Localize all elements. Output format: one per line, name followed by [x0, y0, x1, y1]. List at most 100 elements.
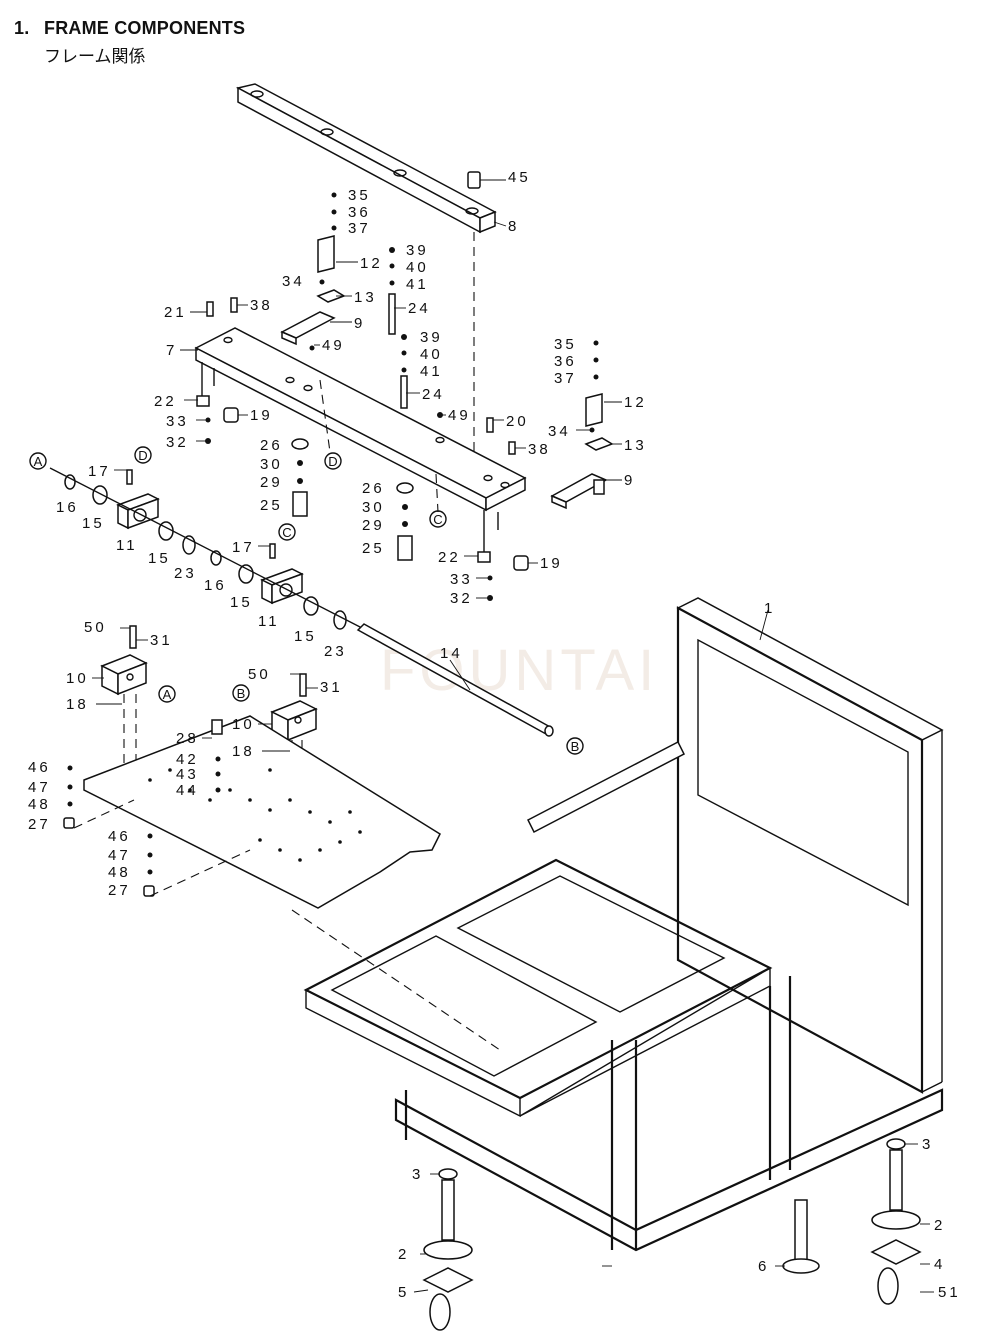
- svg-text:B: B: [571, 739, 580, 754]
- ref-marker-A-1: A: [29, 452, 47, 470]
- base-plate: [83, 715, 441, 909]
- callout-24: 24: [408, 300, 431, 317]
- ref-marker-D-1: D: [134, 446, 152, 464]
- callout-39: 39: [406, 242, 429, 259]
- callout-47-b: 47: [108, 847, 131, 864]
- part-10-block-right: [270, 673, 318, 742]
- part-9-bracket-left: [280, 311, 336, 346]
- callout-14: 14: [440, 645, 463, 662]
- callout-2: 2: [398, 1246, 409, 1263]
- callout-17: 17: [88, 463, 111, 480]
- callout-19-b: 19: [540, 555, 563, 572]
- callout-41: 41: [406, 276, 429, 293]
- callout-39-b: 39: [420, 329, 443, 346]
- callout-18-b: 18: [232, 743, 255, 760]
- bearing-block-11-upper: [116, 493, 160, 530]
- callout-11-b: 11: [258, 613, 280, 630]
- callout-48-b: 48: [108, 864, 131, 881]
- callout-13-b: 13: [624, 437, 647, 454]
- callout-17-b: 17: [232, 539, 255, 556]
- callout-10: 10: [66, 670, 89, 687]
- svg-text:C: C: [282, 525, 291, 540]
- callout-30-b: 30: [362, 499, 385, 516]
- section-subtitle: フレーム関係: [44, 47, 146, 66]
- callout-50-b: 50: [248, 666, 271, 683]
- callout-30: 30: [260, 456, 283, 473]
- callout-45: 45: [508, 169, 531, 186]
- bearing-block-11-lower: [260, 568, 304, 605]
- callout-4: 4: [934, 1256, 945, 1273]
- page-header: 1.FRAME COMPONENTS フレーム関係: [14, 18, 245, 67]
- callout-31: 31: [150, 632, 173, 649]
- callout-12-b: 12: [624, 394, 647, 411]
- watermark: FOUNTAI: [380, 638, 658, 703]
- callout-26-b: 26: [362, 480, 385, 497]
- svg-text:A: A: [163, 687, 172, 702]
- callout-43: 43: [176, 766, 199, 783]
- leveling-foot-6: [782, 1199, 820, 1274]
- callout-44: 44: [176, 782, 199, 799]
- svg-text:D: D: [328, 454, 337, 469]
- callout-16: 16: [56, 499, 79, 516]
- callout-40-b: 40: [420, 346, 443, 363]
- callout-27: 27: [28, 816, 51, 833]
- callout-3-b: 3: [922, 1136, 933, 1153]
- part-45-bolt: [467, 171, 481, 189]
- callout-36: 36: [348, 204, 371, 221]
- callout-36-b: 36: [554, 353, 577, 370]
- svg-text:C: C: [433, 512, 442, 527]
- callout-23: 23: [174, 565, 197, 582]
- ref-marker-C-2: C: [429, 510, 447, 528]
- callout-31-b: 31: [320, 679, 343, 696]
- callout-33: 33: [166, 413, 189, 430]
- callout-21: 21: [164, 304, 187, 321]
- callout-26: 26: [260, 437, 283, 454]
- svg-text:D: D: [138, 448, 147, 463]
- callout-8: 8: [508, 218, 519, 235]
- part-10-block-left: [100, 625, 148, 696]
- part-12-plate-right: [585, 393, 603, 427]
- ref-marker-C-1: C: [278, 523, 296, 541]
- section-title: 1.FRAME COMPONENTS: [14, 18, 245, 39]
- part-14-shaft: [356, 623, 554, 737]
- callout-2-b: 2: [934, 1217, 945, 1234]
- callout-42: 42: [176, 751, 199, 768]
- callout-32: 32: [166, 434, 189, 451]
- ref-marker-D-2: D: [324, 452, 342, 470]
- callout-47: 47: [28, 779, 51, 796]
- callout-29-b: 29: [362, 517, 385, 534]
- callout-22: 22: [154, 393, 177, 410]
- callout-20: 20: [506, 413, 529, 430]
- fastener-stack-top: [206, 192, 599, 455]
- callout-6: 6: [758, 1258, 769, 1275]
- callout-38-b: 38: [528, 441, 551, 458]
- callout-37-b: 37: [554, 370, 577, 387]
- callout-41-b: 41: [420, 363, 443, 380]
- callout-19: 19: [250, 407, 273, 424]
- section-number: 1.: [14, 18, 30, 38]
- svg-text:B: B: [237, 686, 246, 701]
- bearings-and-spacers: [64, 469, 347, 630]
- ref-marker-A-2: A: [158, 685, 176, 703]
- ref-marker-B-1: B: [232, 684, 250, 702]
- callout-15-b: 15: [148, 550, 171, 567]
- part-1-main-frame: [303, 597, 944, 1252]
- part-8-top-bar: [235, 83, 497, 234]
- callout-15-c: 15: [230, 594, 253, 611]
- part-13-plate-right: [584, 437, 614, 451]
- leader-lines: [92, 179, 934, 1293]
- callout-1: 1: [764, 600, 775, 617]
- callout-34: 34: [282, 273, 305, 290]
- callout-27-b: 27: [108, 882, 131, 899]
- callout-34-b: 34: [548, 423, 571, 440]
- callout-12: 12: [360, 255, 383, 272]
- callout-25-b: 25: [362, 540, 385, 557]
- callout-10-b: 10: [232, 716, 255, 733]
- callout-46-b: 46: [108, 828, 131, 845]
- callout-29: 29: [260, 474, 283, 491]
- callout-15-d: 15: [294, 628, 317, 645]
- callout-3: 3: [412, 1166, 423, 1183]
- callout-38: 38: [250, 297, 273, 314]
- callout-16-b: 16: [204, 577, 227, 594]
